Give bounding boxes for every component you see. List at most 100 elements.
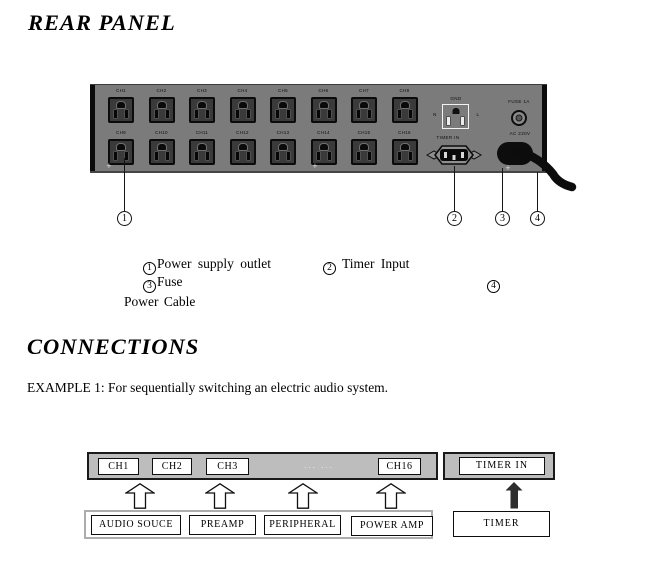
legend-num-4: 4	[487, 279, 500, 293]
screw-icon: +	[312, 162, 318, 170]
up-arrow-icon	[205, 483, 235, 509]
slot-left-icon	[397, 152, 401, 160]
slot-right-icon	[408, 110, 412, 118]
slot-right-icon	[206, 110, 209, 118]
power-outlet-ch8: CH8	[391, 88, 419, 123]
outlet-socket-icon	[391, 97, 418, 123]
ground-hole-icon	[319, 102, 328, 108]
power-outlet-ch2: CH2	[148, 88, 176, 123]
neutral-label: N	[433, 112, 437, 117]
power-outlet-ch9: CH9	[107, 130, 135, 165]
channel-box-ch16: CH16	[378, 458, 421, 475]
callout-2: 2	[447, 211, 462, 226]
legend-text-2: Timer Input	[342, 256, 410, 271]
slot-right-icon	[408, 152, 412, 160]
outlet-socket-icon	[229, 139, 256, 165]
slot-left-icon	[154, 152, 158, 160]
outlet-socket-icon	[270, 139, 296, 165]
slot-left-icon	[316, 110, 320, 118]
slot-left-icon	[195, 110, 198, 118]
outlet-socket-icon	[270, 97, 296, 123]
slot-left-icon	[235, 110, 239, 118]
outlet-socket-icon	[108, 97, 134, 123]
power-cable-icon	[510, 146, 577, 192]
outlet-label: CH6	[318, 88, 329, 93]
outlet-label: CH5	[278, 88, 288, 93]
outlet-label: CH16	[398, 130, 411, 135]
timer-in-box: TIMER IN	[459, 457, 545, 475]
outlet-label: CH7	[359, 88, 369, 93]
leader-line-3	[502, 168, 503, 211]
ac-voltage-label: AC 220V	[509, 131, 531, 136]
legend-item-4: 4	[487, 274, 501, 293]
ground-hole-icon	[198, 102, 206, 108]
power-outlet-ch14: CH14	[310, 130, 338, 165]
slot-right-icon	[165, 152, 169, 160]
neutral-pin-icon	[447, 117, 450, 125]
timer-in-label: TIMER IN	[436, 135, 460, 140]
timer-box: TIMER	[453, 511, 550, 537]
up-arrow-icon	[125, 483, 155, 509]
power-outlet-ch6: CH6	[310, 88, 338, 123]
slot-right-icon	[165, 110, 169, 118]
screw-icon: +	[106, 162, 112, 170]
slot-right-icon	[327, 110, 331, 118]
power-outlet-ch16: CH16	[391, 130, 419, 165]
legend-text-3: Fuse	[157, 274, 183, 289]
outlet-label: CH13	[276, 130, 290, 135]
outlet-socket-icon	[189, 139, 215, 165]
source-box-power-amp: POWER AMP	[351, 516, 433, 536]
outlet-label: CH10	[155, 130, 168, 135]
slot-right-icon	[327, 152, 331, 160]
leader-line-4	[537, 172, 538, 211]
channel-box-ch2: CH2	[152, 458, 192, 475]
slot-left-icon	[114, 110, 117, 118]
legend-num-3: 3	[143, 279, 156, 293]
power-outlet-ch10: CH10	[148, 130, 176, 165]
slot-right-icon	[246, 110, 250, 118]
legend-text-1: Power supply outlet	[157, 256, 271, 271]
outlet-label: CH1	[116, 88, 126, 93]
slot-left-icon	[316, 152, 320, 160]
fuse-cap-icon	[515, 114, 523, 122]
ground-hole-icon	[117, 102, 125, 108]
outlet-label: CH11	[195, 130, 209, 135]
panel-right-edge	[542, 85, 547, 171]
ground-hole-icon	[198, 144, 206, 150]
ground-hole-icon	[157, 144, 166, 150]
panel-left-edge	[90, 85, 95, 171]
source-box-preamp: PREAMP	[189, 515, 256, 535]
outlet-label: CH2	[156, 88, 167, 93]
ground-hole-icon	[360, 102, 368, 108]
slot-left-icon	[357, 110, 360, 118]
legend-clipped-text: Power Cable	[124, 294, 196, 306]
power-outlet-ch1: CH1	[107, 88, 135, 123]
power-outlet-ch3: CH3	[188, 88, 216, 123]
callout-1: 1	[117, 211, 132, 226]
fuse-holder-icon	[511, 110, 527, 126]
outlet-socket-icon	[351, 97, 377, 123]
fuse-label: FUSE 1A	[508, 99, 530, 104]
slot-left-icon	[195, 152, 198, 160]
outlet-label: CH8	[399, 88, 410, 93]
gnd-label: GND	[450, 96, 462, 101]
slot-left-icon	[276, 152, 279, 160]
slot-right-icon	[206, 152, 209, 160]
slot-right-icon	[125, 110, 128, 118]
outlet-label: CH14	[317, 130, 330, 135]
ellipsis-dots: ... ...	[304, 460, 334, 470]
power-outlet-ch11: CH11	[188, 130, 216, 165]
ground-hole-icon	[400, 144, 409, 150]
slot-left-icon	[357, 152, 360, 160]
ground-hole-icon	[400, 102, 409, 108]
power-outlet-ch12: CH12	[229, 130, 257, 165]
ground-hole-icon	[157, 102, 166, 108]
section-title-rear-panel: REAR PANEL	[28, 10, 176, 35]
outlet-socket-icon	[229, 97, 256, 123]
source-box-peripheral: PERIPHERAL	[264, 515, 341, 535]
outlet-label: CH12	[236, 130, 249, 135]
slot-left-icon	[154, 110, 158, 118]
